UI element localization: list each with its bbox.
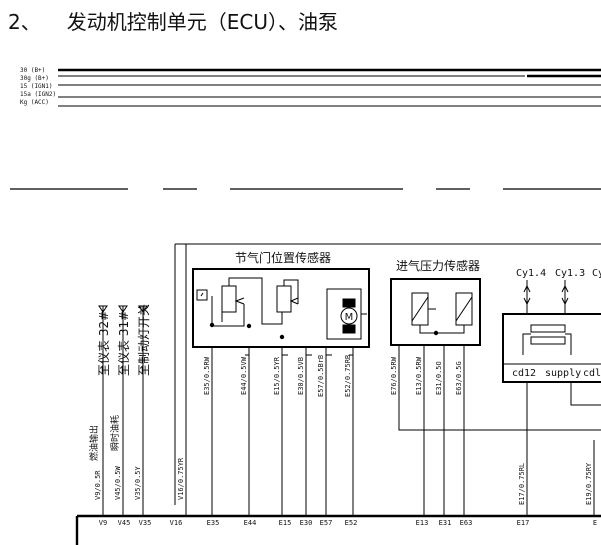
- supply-label-2: supply: [545, 368, 581, 379]
- motor-brush-top: [342, 298, 356, 308]
- pin-label: E31: [439, 519, 452, 527]
- pin-label: V16: [170, 519, 183, 527]
- pin-label: E30: [300, 519, 313, 527]
- coil-top: [530, 324, 566, 333]
- potentiometer-1: [221, 285, 237, 313]
- cylinder-label-1: Cy1.4: [516, 268, 546, 279]
- wire-label: E17/0.75RL: [518, 463, 526, 505]
- pin-label: E35: [207, 519, 220, 527]
- signal-label-fuel-consumption: 瞬时油耗: [109, 415, 121, 451]
- gauge-label-brake: 至制动灯开关: [137, 304, 151, 376]
- signal-label-fuel-output: 燃油输出: [88, 425, 100, 461]
- pin-label: E: [593, 519, 597, 527]
- pin-label: E13: [416, 519, 429, 527]
- gauge-label-31: 至仪表 31#: [117, 311, 131, 376]
- wire-label: E30/0.5VB: [297, 357, 305, 395]
- pin-label: E52: [345, 519, 358, 527]
- junction-dots: [209, 322, 439, 340]
- wire-label: V9/0.5R: [94, 470, 102, 500]
- throttle-sensor-label: 节气门位置传感器: [235, 250, 331, 265]
- wire-label: V16/0.75YR: [177, 457, 185, 500]
- wire-label: E44/0.5VW: [240, 356, 248, 395]
- wire-label: E13/0.5RW: [415, 356, 423, 395]
- wire-label: V35/0.5Y: [134, 465, 142, 500]
- pin-label: E57: [320, 519, 333, 527]
- pin-label: V45: [118, 519, 131, 527]
- cylinder-label-2: Cy1.3: [555, 268, 585, 279]
- rail-label-15a: 15a (IGN2): [20, 91, 56, 98]
- pin-label: V35: [139, 519, 152, 527]
- wire-label: E31/0.5O: [435, 361, 443, 395]
- intake-pressure-sensor-box: [390, 278, 481, 346]
- wire-label: V45/0.5W: [114, 465, 122, 500]
- coil-bottom: [530, 336, 566, 345]
- pin-label: E17: [517, 519, 530, 527]
- wire-label: E15/0.5YR: [273, 356, 281, 395]
- rail-label-30: 30 (B+): [20, 67, 45, 74]
- pin-label: E15: [279, 519, 292, 527]
- pin-label: E63: [460, 519, 473, 527]
- wire-label: E35/0.5RW: [203, 356, 211, 395]
- supply-label-3: cdl: [583, 368, 601, 379]
- wire-label: E76/0.5RW: [390, 356, 398, 395]
- pin-label: E44: [244, 519, 257, 527]
- motor-circle: [340, 307, 358, 325]
- rail-label-kg: Kg (ACC): [20, 99, 49, 106]
- cylinder-label-3: Cy: [592, 268, 601, 279]
- motor-brush-bottom: [342, 324, 356, 334]
- throttle-sensor-box: [192, 268, 370, 348]
- pin-label: V9: [99, 519, 107, 527]
- heading-title: 发动机控制单元（ECU）、油泵: [66, 10, 338, 34]
- intake-pressure-sensor-label: 进气压力传感器: [396, 258, 480, 273]
- heading-number: 2、: [8, 10, 41, 34]
- sensor-small-component: [196, 289, 208, 301]
- motor-label: M: [345, 312, 354, 323]
- supply-label-1: cd12: [512, 368, 536, 379]
- rail-label-30g: 30g (B+): [20, 75, 49, 82]
- supply-module-box: [502, 313, 601, 383]
- page-heading: 2、 发动机控制单元（ECU）、油泵: [8, 6, 338, 35]
- wire-label: E52/0.75RB: [344, 355, 352, 397]
- rail-label-15: 15 (IGN1): [20, 83, 53, 90]
- wire-label: E19/0.75RY: [585, 462, 593, 505]
- gauge-label-32: 至仪表 32#: [97, 311, 111, 376]
- wire-label: E57/0.5BrB: [317, 355, 325, 397]
- potentiometer-2: [276, 285, 292, 313]
- wire-label: E63/0.5G: [455, 361, 463, 395]
